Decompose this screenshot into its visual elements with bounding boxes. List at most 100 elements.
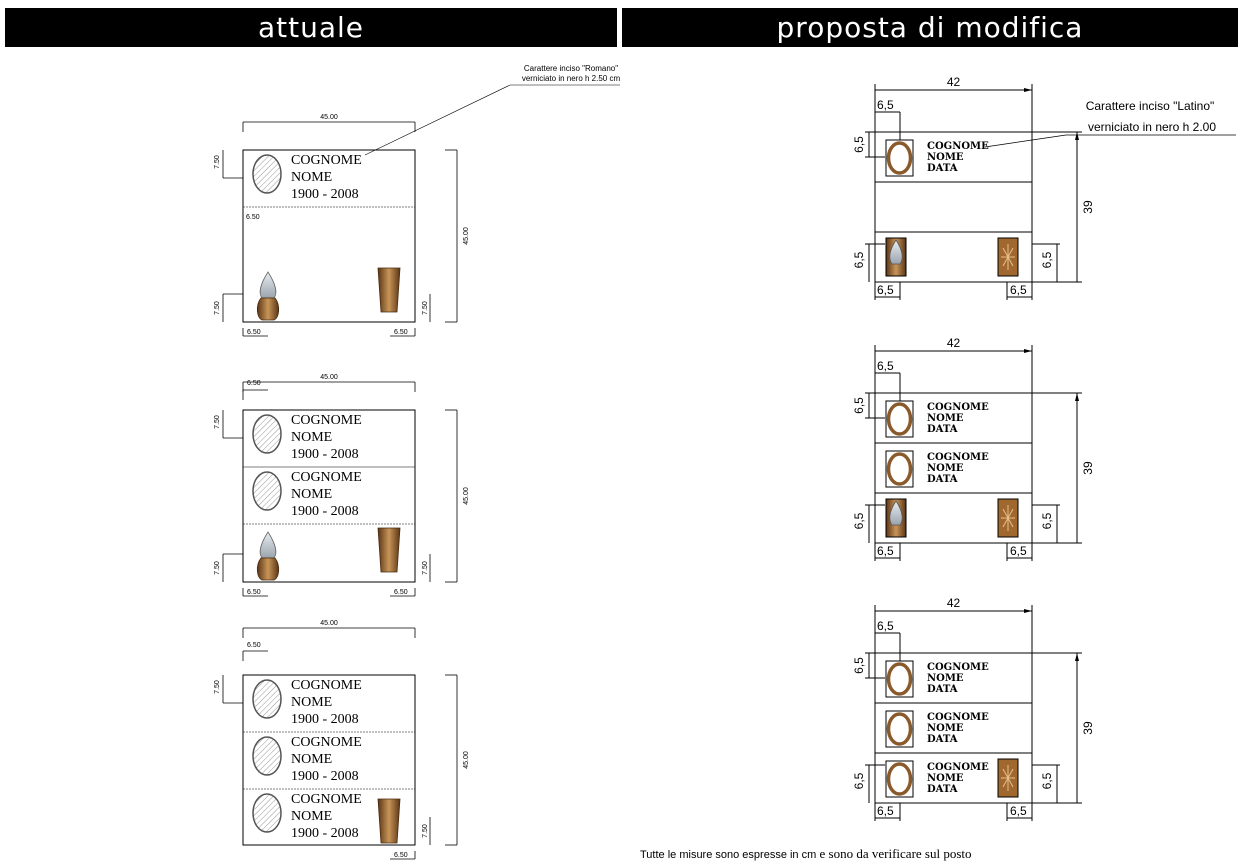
photo-frame-icon	[885, 760, 914, 798]
right-font-note-line1: Carattere inciso "Latino"	[1086, 99, 1215, 113]
surname-text: COGNOME	[927, 402, 989, 413]
date-text: DATA	[927, 684, 958, 695]
height-label: 39	[1081, 200, 1095, 214]
surname-text: COGNOME	[291, 792, 362, 807]
date-text: DATA	[927, 734, 958, 745]
candle-lamp-icon	[885, 498, 907, 538]
vase-icon	[377, 798, 401, 844]
surname-text: COGNOME	[291, 678, 362, 693]
photo-oval-icon	[252, 414, 282, 454]
photo-frame-icon	[885, 450, 914, 488]
header-proposta: proposta di modifica	[622, 8, 1238, 47]
lamp-base-icon	[256, 297, 280, 321]
surname-text: COGNOME	[927, 141, 989, 152]
photo-frame-icon	[885, 139, 914, 177]
name-text: NOME	[291, 695, 332, 710]
photo-oval-icon	[252, 154, 282, 194]
side-margin-label: 6.50	[247, 329, 261, 336]
date-text: DATA	[927, 784, 958, 795]
arrow-head	[1075, 132, 1079, 140]
margin-label: 6,5	[1040, 512, 1054, 529]
side-margin-label: 6.50	[247, 380, 261, 387]
vase-icon	[377, 267, 401, 313]
photo-oval-icon	[252, 736, 282, 776]
name-text: NOME	[291, 752, 332, 767]
margin-label: 6,5	[1040, 251, 1054, 268]
dates-text: 1900 - 2008	[291, 504, 359, 519]
top-margin-label: 7.50	[214, 680, 221, 694]
frame-border	[885, 450, 914, 488]
margin-label: 6,5	[852, 772, 866, 789]
frame-border	[885, 660, 914, 698]
oval-photo-icon	[886, 762, 913, 796]
plaque-outline	[874, 131, 1033, 283]
name-text: NOME	[291, 809, 332, 824]
margin-label: 6,5	[852, 657, 866, 674]
oval-photo-icon	[886, 452, 913, 486]
margin-label: 6,5	[877, 283, 894, 297]
dates-text: 1900 - 2008	[291, 826, 359, 841]
margin-label: 6,5	[1010, 544, 1027, 558]
surname-text: COGNOME	[927, 452, 989, 463]
measurement-note: Tutte le misure sono espresse in cm e so…	[640, 846, 972, 862]
oval-photo-icon	[886, 402, 913, 436]
arrow-head	[1024, 609, 1032, 613]
width-label: 45.00	[320, 114, 338, 121]
side-margin-label: 6.50	[394, 852, 408, 859]
date-text: DATA	[927, 424, 958, 435]
leader-line	[984, 134, 1067, 148]
name-text: NOME	[927, 773, 964, 784]
side-margin-label: 6.50	[246, 214, 260, 221]
lamp-cover-icon	[259, 531, 277, 559]
left-font-note-line2: verniciato in nero h 2.50 cm	[522, 74, 621, 83]
lamp-base-icon	[256, 557, 280, 581]
margin-label: 6,5	[1010, 283, 1027, 297]
vase-decoration	[1001, 244, 1015, 270]
bottom-margin-label: 7.50	[422, 301, 429, 315]
side-margin-label: 6.50	[394, 589, 408, 596]
vase-decoration	[1001, 765, 1015, 791]
lamp-cover-icon	[259, 271, 277, 299]
vase-icon	[377, 527, 401, 573]
photo-frame-icon	[885, 400, 914, 438]
width-label: 42	[947, 336, 961, 350]
name-text: NOME	[927, 413, 964, 424]
date-text: DATA	[927, 474, 958, 485]
right-font-note-line2: verniciato in nero h 2.00	[1088, 120, 1216, 134]
date-text: DATA	[927, 163, 958, 174]
dates-text: 1900 - 2008	[291, 712, 359, 727]
plaque-outline	[874, 392, 1033, 544]
top-margin-label: 7.50	[214, 415, 221, 429]
width-label: 42	[947, 596, 961, 610]
leader-line	[364, 84, 511, 156]
surname-text: COGNOME	[291, 413, 362, 428]
margin-label: 6,5	[852, 397, 866, 414]
margin-label: 6,5	[877, 98, 894, 112]
margin-label: 6,5	[1010, 804, 1027, 818]
margin-label: 6,5	[877, 544, 894, 558]
plaque-outline	[874, 652, 1033, 804]
lamp-cover-icon	[889, 500, 903, 526]
vase-icon	[997, 758, 1019, 798]
bottom-margin-label: 7.50	[214, 561, 221, 575]
dates-text: 1900 - 2008	[291, 447, 359, 462]
photo-frame-icon	[885, 710, 914, 748]
name-text: NOME	[927, 152, 964, 163]
name-text: NOME	[291, 487, 332, 502]
arrow-head	[1024, 88, 1032, 92]
vase-icon	[997, 498, 1019, 538]
lamp-cover-icon	[889, 239, 903, 265]
bottom-margin-label: 7.50	[214, 301, 221, 315]
margin-label: 6,5	[877, 619, 894, 633]
name-text: NOME	[927, 673, 964, 684]
vase-icon	[997, 237, 1019, 277]
width-label: 42	[947, 75, 961, 89]
plaque-outline	[242, 674, 416, 846]
width-label: 45.00	[320, 374, 338, 381]
photo-oval-icon	[252, 679, 282, 719]
photo-oval-icon	[252, 471, 282, 511]
arrow-head	[1075, 653, 1079, 661]
